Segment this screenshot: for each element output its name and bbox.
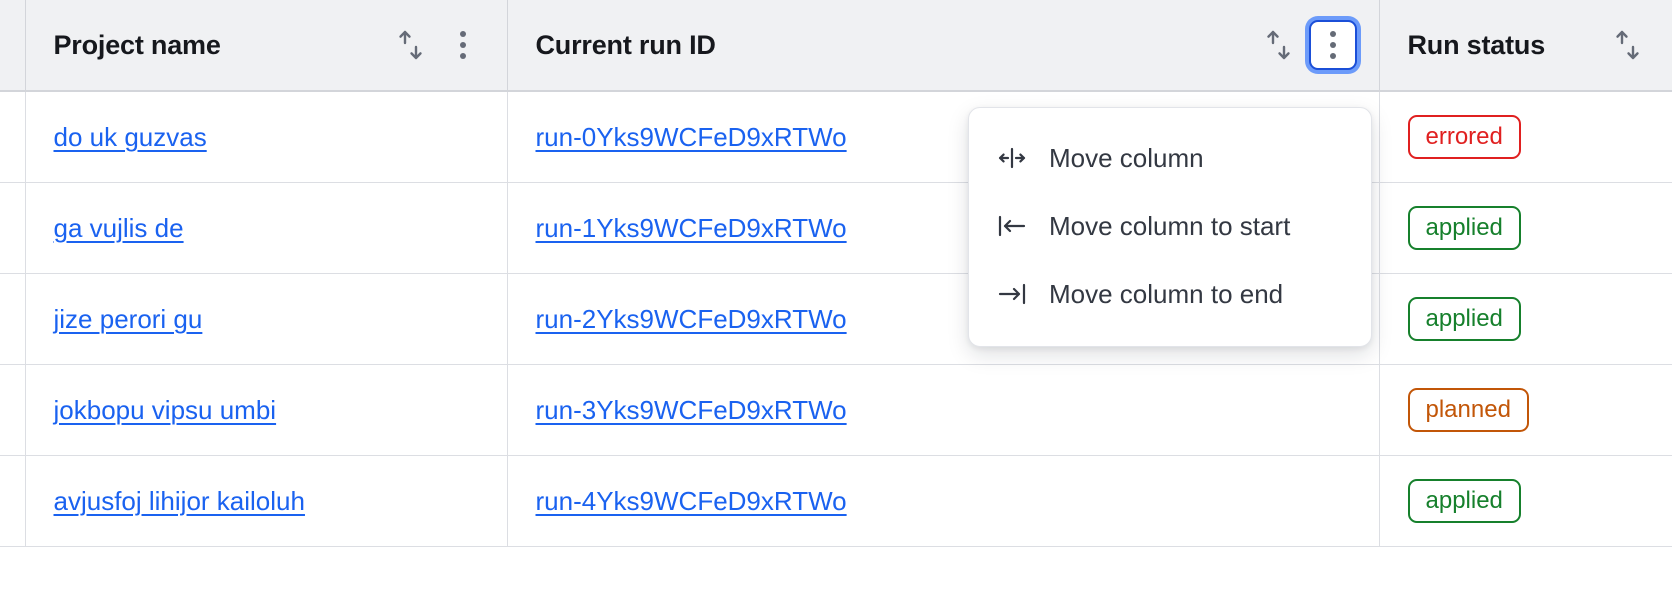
column-options-menu: Move column Move column to start Move co…: [968, 107, 1372, 347]
run-id-link[interactable]: run-3Yks9WCFeD9xRTWo: [535, 394, 847, 425]
header-row: Project name: [0, 0, 1672, 92]
sort-updown-icon-status[interactable]: [1606, 23, 1650, 67]
menu-item-move-column[interactable]: Move column: [969, 124, 1371, 192]
row-gutter-cell: [0, 182, 26, 274]
projects-table: Project name: [0, 0, 1672, 547]
cell-project-name: jize perori gu: [25, 273, 508, 365]
cell-project-name: ga vujlis de: [25, 182, 508, 274]
run-id-link[interactable]: run-0Yks9WCFeD9xRTWo: [535, 121, 847, 152]
project-link[interactable]: ga vujlis de: [53, 212, 184, 243]
column-title-run-status: Run status: [1407, 29, 1546, 60]
cell-project-name: do uk guzvas: [25, 91, 508, 183]
project-link[interactable]: jize perori gu: [53, 303, 203, 334]
row-gutter-cell: [0, 273, 26, 365]
project-link[interactable]: do uk guzvas: [53, 121, 207, 152]
cell-run-status: errored: [1379, 91, 1672, 183]
status-badge: applied: [1407, 206, 1521, 250]
status-badge: applied: [1407, 297, 1521, 341]
row-gutter-cell: [0, 91, 26, 183]
row-gutter-cell: [0, 364, 26, 456]
table-row: do uk guzvas run-0Yks9WCFeD9xRTWo errore…: [0, 91, 1672, 183]
kebab-dots-project: [459, 31, 466, 59]
cell-project-name: jokbopu vipsu umbi: [25, 364, 508, 456]
column-title-current-run-id: Current run ID: [535, 29, 716, 60]
menu-item-label: Move column: [1049, 142, 1204, 173]
cell-run-status: applied: [1379, 455, 1672, 547]
status-badge: errored: [1407, 115, 1521, 159]
column-title-project-name: Project name: [53, 29, 221, 60]
move-to-end-icon: [997, 279, 1027, 309]
table-row: avjusfoj lihijor kailoluh run-4Yks9WCFeD…: [0, 455, 1672, 547]
menu-item-move-column-to-end[interactable]: Move column to end: [969, 260, 1371, 328]
kebab-dots-runid: [1329, 31, 1336, 59]
project-link[interactable]: jokbopu vipsu umbi: [53, 394, 277, 425]
menu-item-label: Move column to start: [1049, 210, 1291, 241]
cell-run-status: applied: [1379, 273, 1672, 365]
sort-updown-icon-runid[interactable]: [1257, 23, 1301, 67]
menu-item-label: Move column to end: [1049, 278, 1284, 309]
move-to-start-icon: [997, 211, 1027, 241]
status-badge: applied: [1407, 479, 1521, 523]
project-link[interactable]: avjusfoj lihijor kailoluh: [53, 485, 305, 516]
header-cell-project-name: Project name: [25, 0, 508, 92]
status-badge: planned: [1407, 388, 1529, 432]
table-body: do uk guzvas run-0Yks9WCFeD9xRTWo errore…: [0, 91, 1672, 547]
cell-run-status: applied: [1379, 182, 1672, 274]
sort-updown-icon-project[interactable]: [389, 23, 433, 67]
cell-current-run-id: run-4Yks9WCFeD9xRTWo: [507, 455, 1380, 547]
menu-item-move-column-to-start[interactable]: Move column to start: [969, 192, 1371, 260]
table-row: ga vujlis de run-1Yks9WCFeD9xRTWo applie…: [0, 182, 1672, 274]
column-options-kebab-icon-project[interactable]: [441, 23, 485, 67]
header-cell-run-status: Run status: [1379, 0, 1672, 92]
table-row: jokbopu vipsu umbi run-3Yks9WCFeD9xRTWo …: [0, 364, 1672, 456]
cell-run-status: planned: [1379, 364, 1672, 456]
table-row: jize perori gu run-2Yks9WCFeD9xRTWo appl…: [0, 273, 1672, 365]
cell-project-name: avjusfoj lihijor kailoluh: [25, 455, 508, 547]
run-id-link[interactable]: run-1Yks9WCFeD9xRTWo: [535, 212, 847, 243]
row-gutter-cell: [0, 455, 26, 547]
cell-current-run-id: run-3Yks9WCFeD9xRTWo: [507, 364, 1380, 456]
column-options-kebab-icon-runid[interactable]: [1308, 20, 1357, 70]
header-gutter-cell: [0, 0, 26, 92]
run-id-link[interactable]: run-4Yks9WCFeD9xRTWo: [535, 485, 847, 516]
header-cell-current-run-id: Current run ID: [507, 0, 1380, 92]
run-id-link[interactable]: run-2Yks9WCFeD9xRTWo: [535, 303, 847, 334]
table-header: Project name: [0, 0, 1672, 92]
move-column-icon: [997, 143, 1027, 173]
